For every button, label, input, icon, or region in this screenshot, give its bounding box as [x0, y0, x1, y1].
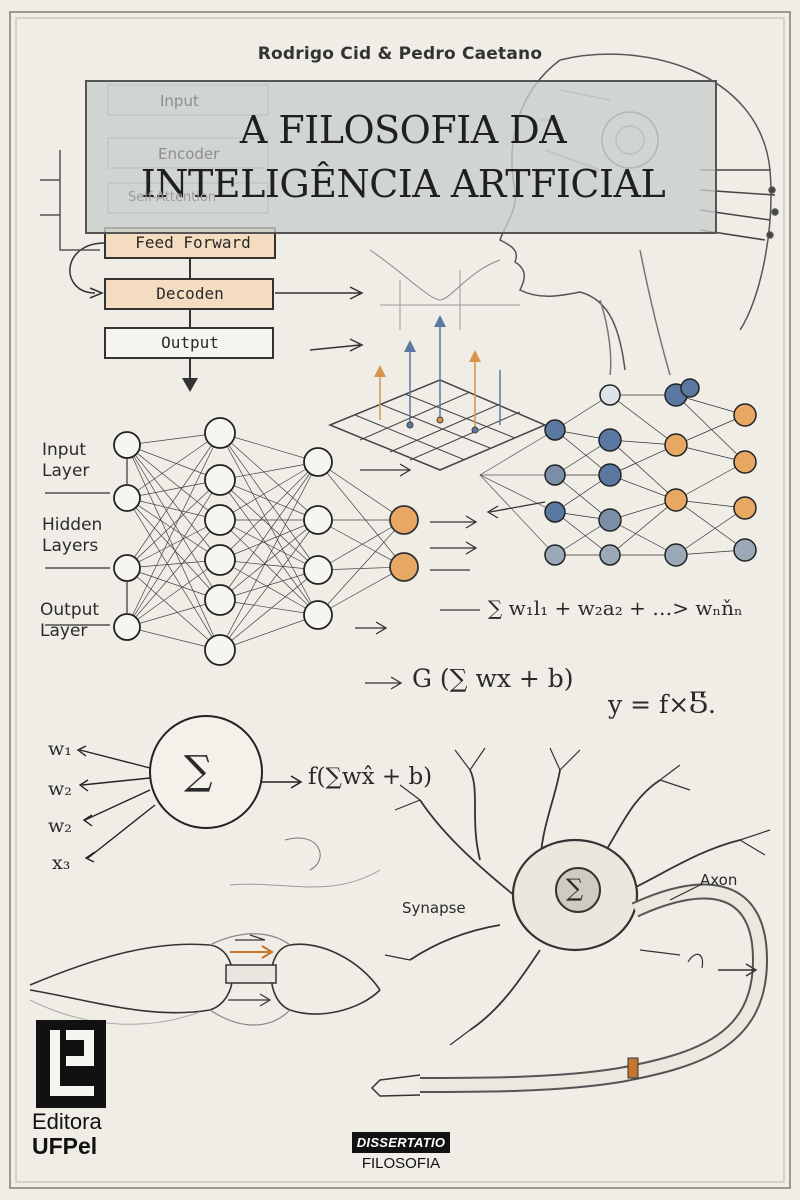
neural-network-right: [479, 378, 757, 567]
series-logo-top: DISSERTATIO: [352, 1132, 450, 1153]
sketch-border-inner: [15, 17, 785, 1183]
title-line-1: A FILOSOFIA DA: [239, 108, 567, 152]
formula-activation: G (∑ wx + b): [412, 664, 574, 693]
output-layer-label-1: Output: [40, 600, 100, 620]
series-logo-bottom: FILOSOFIA: [361, 1155, 441, 1172]
vector-plane-sketch: [328, 249, 547, 471]
formula-y: y = f×Ⴝ.: [608, 690, 716, 719]
block-self-attention-faded: Self-Attention: [128, 190, 217, 205]
authors: Rodrigo Cid & Pedro Caetano: [257, 44, 543, 64]
title-box: A FILOSOFIA DA INTELIGÊNCIA ARTFICIAL: [85, 80, 717, 234]
input-layer-label-2: Layer: [42, 461, 90, 481]
block-input-faded: Input: [160, 92, 199, 110]
series-logo: DISSERTATIO FILOSOFIA: [352, 1132, 450, 1172]
sigma-symbol: ∑: [184, 748, 213, 794]
weight-w1: w₁: [48, 738, 72, 760]
block-feed-forward: Feed Forward: [135, 233, 251, 252]
synapse-label: Synapse: [402, 899, 466, 917]
synapse-sketch: [29, 933, 381, 1026]
block-encoder-faded: Encoder: [158, 145, 220, 163]
sketch-border: [9, 11, 791, 1189]
input-layer-label-1: Input: [42, 440, 87, 460]
weight-x3: x₃: [52, 852, 71, 874]
hidden-layers-label-2: Layers: [42, 536, 99, 556]
axon-label: Axon: [700, 871, 738, 889]
neural-network-left: [45, 417, 478, 666]
publisher-name-line1: Editora: [32, 1109, 102, 1134]
title-line-2: INTELIGÊNCIA ARTFICIAL: [140, 162, 666, 206]
weight-w2: w₂: [48, 778, 72, 800]
editora-ufpel-logo-mark: [36, 1020, 106, 1108]
publisher-name: Editora UFPel: [32, 1109, 102, 1159]
publisher-name-line2: UFPel: [32, 1133, 98, 1159]
weight-w2-b: w₂: [48, 815, 72, 837]
neuron-sigma-symbol: ∑: [566, 874, 584, 902]
hidden-layers-label-1: Hidden: [42, 515, 103, 535]
formula-perceptron: f(∑wx̂ + b): [308, 764, 433, 790]
block-output: Output: [161, 333, 219, 352]
perceptron-sketch: [76, 715, 381, 888]
formula-arrows: [365, 609, 480, 690]
output-layer-label-2: Layer: [40, 621, 88, 641]
block-decoden: Decoden: [156, 284, 224, 303]
neuron-sketch: [370, 747, 771, 1097]
formula-weighted-sum: ∑ w₁l₁ + w₂a₂ + …> wₙňₙ: [488, 596, 743, 620]
